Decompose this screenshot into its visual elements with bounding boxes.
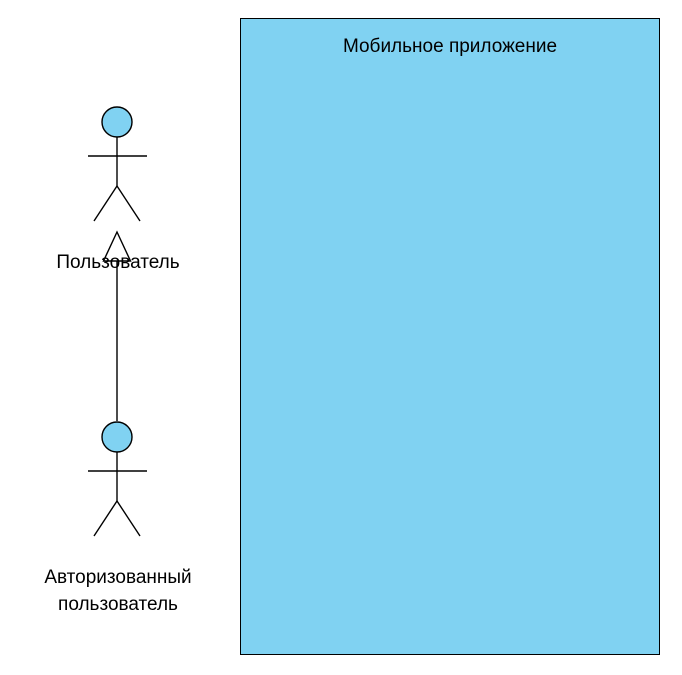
actor-authorized-user-label-line2: пользователь <box>58 594 178 615</box>
actor-authorized-user[interactable] <box>88 421 147 537</box>
system-boundary-label: Мобильное приложение <box>342 36 558 57</box>
generalization-arrow[interactable] <box>102 230 132 421</box>
actor-authorized-user-label: Авторизованный пользователь <box>8 564 228 618</box>
actor-authorized-user-label-line1: Авторизованный <box>44 567 192 588</box>
system-boundary[interactable]: Мобильное приложение <box>240 18 660 655</box>
actor-user-label: Пользователь <box>56 252 180 273</box>
actor-user[interactable] <box>88 106 147 222</box>
